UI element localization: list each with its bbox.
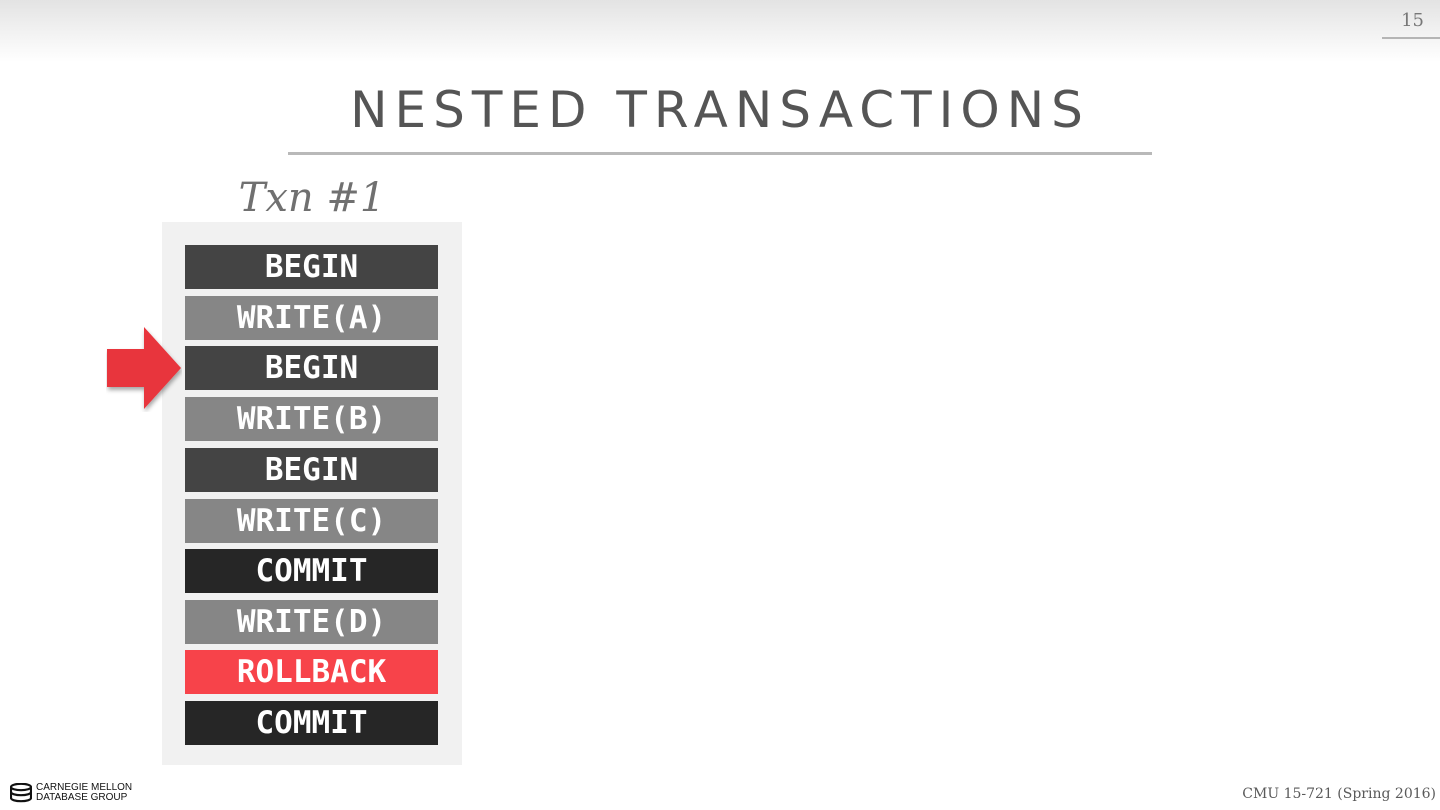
current-step-arrow-icon: [107, 327, 181, 409]
op-write-a: WRITE(A): [185, 296, 438, 340]
course-footer: CMU 15-721 (Spring 2016): [1242, 786, 1436, 802]
op-begin-1: BEGIN: [185, 245, 438, 289]
cmu-db-logo: CARNEGIE MELLON DATABASE GROUP: [10, 781, 132, 805]
op-commit-2: COMMIT: [185, 701, 438, 745]
op-rollback: ROLLBACK: [185, 650, 438, 694]
txn-label: Txn #1: [238, 175, 386, 221]
title-divider: [288, 152, 1152, 155]
slide-number: 15: [1401, 10, 1424, 31]
op-begin-3: BEGIN: [185, 448, 438, 492]
slide-number-rule: [1382, 37, 1440, 39]
header-band: [0, 0, 1440, 62]
op-write-d: WRITE(D): [185, 600, 438, 644]
slide-title: NESTED TRANSACTIONS: [350, 81, 1090, 139]
op-write-c: WRITE(C): [185, 499, 438, 543]
logo-line-1: CARNEGIE MELLON: [36, 782, 133, 793]
op-write-b: WRITE(B): [185, 397, 438, 441]
op-begin-2: BEGIN: [185, 346, 438, 390]
logo-line-2: DATABASE GROUP: [36, 792, 128, 803]
op-commit-1: COMMIT: [185, 549, 438, 593]
database-logo-icon: [10, 783, 32, 803]
